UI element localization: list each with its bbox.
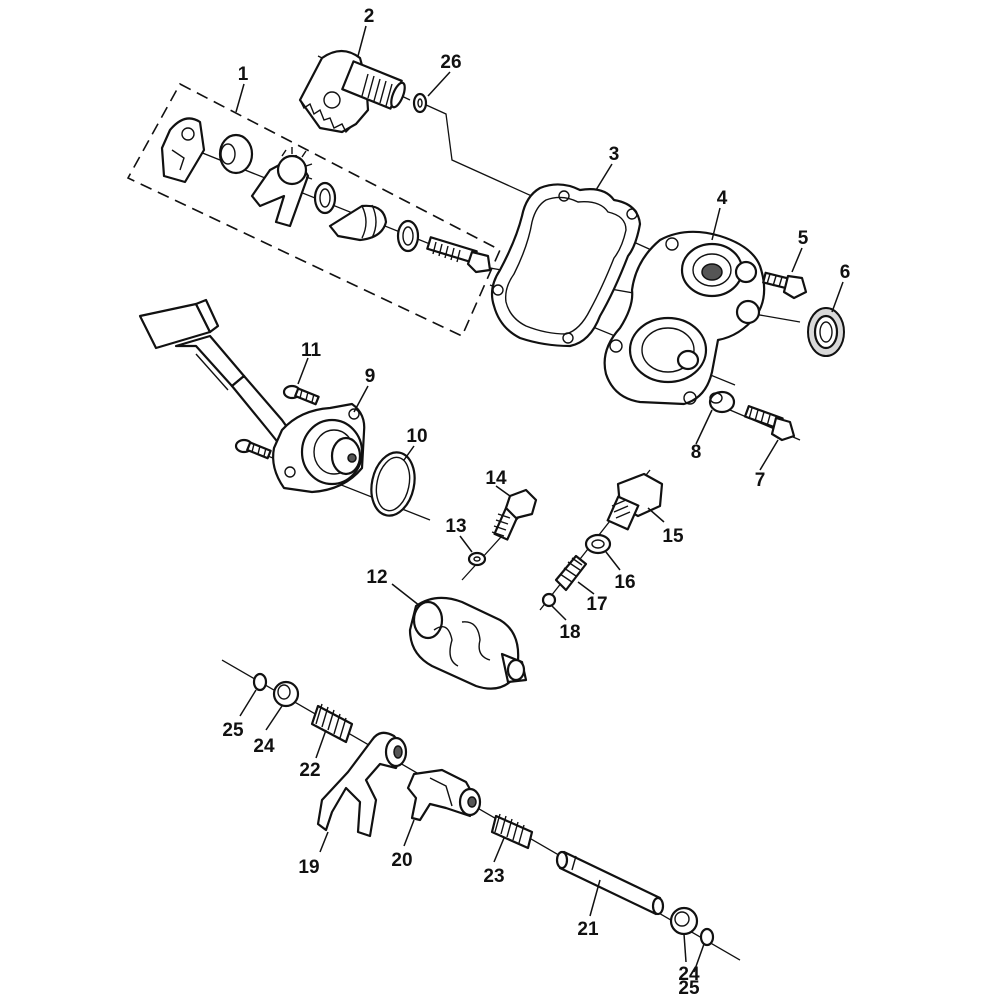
part-25-circlip-right	[699, 927, 715, 947]
part-26-washer	[412, 92, 428, 114]
leader-lines	[235, 25, 844, 973]
callout-17: 17	[586, 594, 607, 615]
part-23-spring	[490, 813, 534, 850]
callout-26: 26	[440, 52, 461, 73]
callout-24-right: 24	[678, 964, 700, 985]
callout-2: 2	[364, 6, 375, 27]
callout-9: 9	[365, 366, 376, 387]
callout-25-right: 25	[678, 978, 700, 999]
part-2-shift-shaft	[298, 49, 406, 134]
part-8-dowel-pin	[708, 390, 736, 414]
part-17-spring	[554, 554, 588, 592]
callout-18: 18	[559, 622, 580, 643]
callout-13: 13	[445, 516, 466, 537]
callout-numbers: 1 2 3 4 5 6 7 8 9 10 11 12 13 14 15 16 1…	[222, 6, 850, 999]
part-3-gasket	[490, 183, 642, 348]
part-24-washer-left	[272, 680, 300, 708]
part-20-shift-fork	[406, 768, 482, 822]
part-10-o-ring	[370, 451, 416, 517]
snap-ring-a	[313, 181, 337, 215]
shift-pawl-gear	[250, 147, 313, 228]
part-12-shift-drum	[408, 596, 528, 690]
callout-22: 22	[299, 760, 320, 781]
callout-19: 19	[298, 857, 319, 878]
callout-20: 20	[391, 850, 412, 871]
part-15-neutral-stopper-bolt	[606, 472, 664, 531]
part-7-bolt	[743, 405, 796, 442]
callout-16: 16	[614, 572, 635, 593]
shift-shaft-assembly-frame	[126, 82, 502, 338]
part-6-oil-seal	[807, 307, 845, 357]
callout-3: 3	[609, 144, 620, 165]
part-19-shift-fork	[316, 731, 408, 838]
part-22-spring	[310, 703, 354, 744]
callout-21: 21	[577, 919, 599, 940]
shift-lever-plate	[160, 117, 206, 184]
part-16-washer	[584, 533, 612, 555]
part-24-washer-right	[669, 906, 699, 936]
callout-1: 1	[238, 64, 249, 85]
callout-5: 5	[798, 228, 809, 249]
callout-25-left: 25	[222, 720, 244, 741]
callout-6: 6	[840, 262, 851, 283]
part-21-shift-fork-shaft	[555, 850, 665, 916]
collar-bushing	[218, 133, 254, 175]
part-13-washer	[467, 551, 487, 567]
callout-14: 14	[485, 468, 507, 489]
callout-8: 8	[691, 442, 702, 463]
snap-ring-b	[396, 219, 420, 253]
part-9-gear-position-switch	[138, 298, 366, 494]
callout-7: 7	[755, 470, 766, 491]
callout-15: 15	[662, 526, 684, 547]
return-spring	[328, 204, 388, 242]
callout-23: 23	[483, 866, 504, 887]
part-14-bolt	[491, 488, 538, 541]
callout-10: 10	[406, 426, 427, 447]
callout-24-left: 24	[253, 736, 275, 757]
part-4-cover	[603, 230, 766, 406]
part-18-ball	[541, 592, 557, 608]
callout-12: 12	[366, 567, 387, 588]
part-5-bolt	[762, 271, 808, 300]
callout-11: 11	[301, 340, 322, 361]
part-11-screw	[282, 384, 320, 406]
part-11-screw-lower	[234, 438, 272, 460]
callout-4: 4	[717, 188, 728, 209]
part-25-circlip-left	[252, 672, 268, 692]
stopper-bolt	[426, 236, 492, 274]
